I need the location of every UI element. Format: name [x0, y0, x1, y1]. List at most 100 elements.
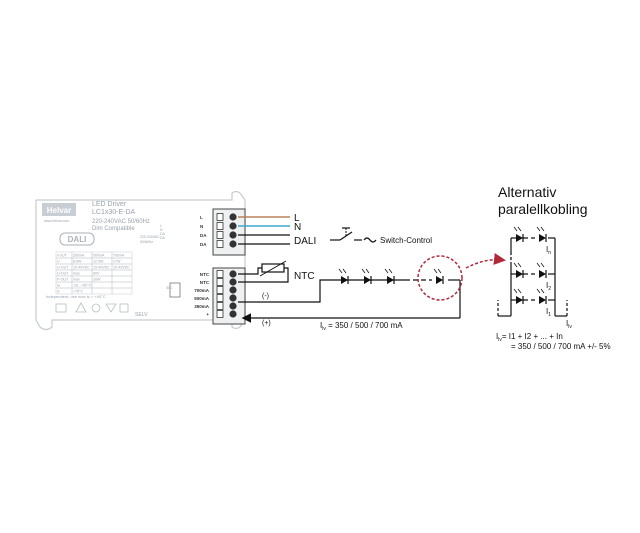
led-icon: [536, 288, 547, 304]
led-icon: [536, 226, 547, 242]
right-terminal-label: N: [200, 224, 203, 229]
spec-cell-text: 30W: [93, 278, 101, 282]
spec-cell-text: max: [73, 272, 80, 276]
highlight-circle: [417, 255, 463, 301]
spec-cell-text: 8.6W: [73, 260, 82, 264]
dip-label: SEL: [166, 286, 173, 290]
dali-badge-text: DALI: [68, 235, 87, 244]
driver-title-2: LC1x30-E-DA: [92, 209, 136, 216]
output-terminal-label: 350mA: [194, 304, 210, 309]
dip-switch: [169, 282, 181, 298]
spec-cell-text: 15-40VDC: [93, 266, 110, 270]
plus-label: (+): [262, 320, 271, 327]
spec-cell-text: max: [73, 278, 80, 282]
terminal-screw-icon: [229, 278, 237, 286]
terminal-screw-icon: [229, 310, 237, 318]
terminal-slot: [216, 231, 224, 239]
parallel-branch: I2: [511, 262, 555, 292]
spec-cell-text: +75°C: [73, 290, 84, 294]
spec-cell-text: 700mA: [113, 254, 125, 258]
right-terminal-label: DA: [200, 242, 207, 247]
driver-spec-1: 220-240VAC 50/60Hz: [92, 219, 150, 225]
switch-control: Switch-Control: [330, 227, 432, 245]
spec-cell-text: -20...+50°C: [73, 284, 92, 288]
website-text: www.helvar.com: [44, 219, 69, 223]
input-terminal-block: [212, 208, 246, 256]
alt-title-2: paralellkobling: [498, 201, 588, 217]
led-chain: [338, 268, 444, 284]
terminal-slot: [216, 310, 224, 318]
terminal-slot: [216, 294, 224, 302]
helvar-logo: [42, 203, 76, 216]
current-label: Ilv = 350 / 500 / 700 mA: [320, 321, 403, 332]
terminal-screw-icon: [229, 231, 237, 239]
led-icon: [513, 262, 524, 278]
branch-current-label: In: [546, 245, 551, 256]
spec-cell-text: U-OUT: [57, 272, 69, 276]
led-icon: [361, 268, 372, 284]
terminal-slot: [216, 222, 224, 230]
driver-title-1: LED Driver: [92, 201, 127, 208]
terminal-screw-icon: [229, 294, 237, 302]
right-terminal-labels: LN DA DA: [200, 215, 207, 247]
branch-current-label: I2: [546, 281, 551, 292]
inner-terminal-label: N: [160, 228, 163, 232]
led-icon: [513, 226, 524, 242]
right-terminal-label: L: [200, 215, 203, 220]
spec-cell-text: 15-40VDC: [73, 266, 90, 270]
ac-symbol-icon: [363, 237, 377, 243]
terminal-screw-icon: [229, 213, 237, 221]
terminal-screw-icon: [229, 286, 237, 294]
terminal-slot: [216, 240, 224, 248]
spec-cell-text: 15-43VDC: [113, 266, 130, 270]
led-icon: [384, 268, 395, 284]
highlight-arrow: [465, 253, 506, 269]
terminal-slot: [216, 213, 224, 221]
inner-terminal-label: DA: [160, 232, 166, 236]
led-icon: [338, 268, 349, 284]
branch-current-label: I1: [546, 307, 551, 318]
led-driver: Helvar www.helvar.com LED Driver LC1x30-…: [35, 190, 246, 331]
spec-cell-text: 500mA: [93, 254, 105, 258]
spec-cell-text: tc: [57, 290, 60, 294]
brand-text: Helvar: [47, 206, 71, 215]
footnote-text: Independent, use max tc = +40°C: [46, 294, 106, 299]
spec-cell-text: P-OUT: [57, 278, 69, 282]
output-terminal-label: +: [206, 312, 209, 317]
terminal-slot: [216, 302, 224, 310]
spec-cell: [111, 287, 133, 295]
total-current-label: Ilv: [566, 319, 572, 330]
inner-terminal-label: DA: [160, 236, 166, 240]
formula-line-1: Ilv= I1 + I2 + ... + In: [496, 332, 563, 343]
output-terminal-label: 700mA: [194, 288, 210, 293]
spec-cell-text: I-OUT: [57, 254, 68, 258]
inner-terminal-label: L: [160, 224, 162, 228]
output-terminal-label: 500mA: [194, 296, 210, 301]
output-terminal-labels: NTC NTC 700mA 500mA 350mA +: [194, 272, 210, 317]
formula-line-2: = 350 / 500 / 700 mA +/- 5%: [511, 342, 611, 351]
terminal-slot: [216, 286, 224, 294]
spec-cell-text: ta: [57, 284, 60, 288]
mains-label-2: 50/60Hz: [140, 240, 153, 244]
alt-title-1: Alternativ: [498, 184, 556, 200]
output-terminal-label: NTC: [200, 272, 210, 277]
ntc-label: NTC: [294, 271, 315, 282]
certification-marks: [55, 302, 129, 313]
terminal-screw-icon: [229, 302, 237, 310]
switch-control-label: Switch-Control: [380, 236, 432, 245]
ntc-thermistor: NTC: [238, 260, 315, 283]
spec-cell-text: U-OUT: [57, 266, 69, 270]
spec-cell-text: 17W: [113, 260, 121, 264]
terminal-screw-icon: [229, 240, 237, 248]
parallel-branch: I1: [511, 288, 555, 318]
output-terminal-block: [212, 267, 246, 325]
l-label: L: [294, 213, 300, 224]
minus-label: (-): [262, 293, 269, 300]
terminal-slot: [216, 270, 224, 278]
output-terminal-label: NTC: [200, 280, 210, 285]
right-terminal-label: DA: [200, 233, 207, 238]
n-label: N: [294, 222, 301, 233]
dali-badge: [59, 232, 95, 246]
terminal-screw-icon: [229, 270, 237, 278]
